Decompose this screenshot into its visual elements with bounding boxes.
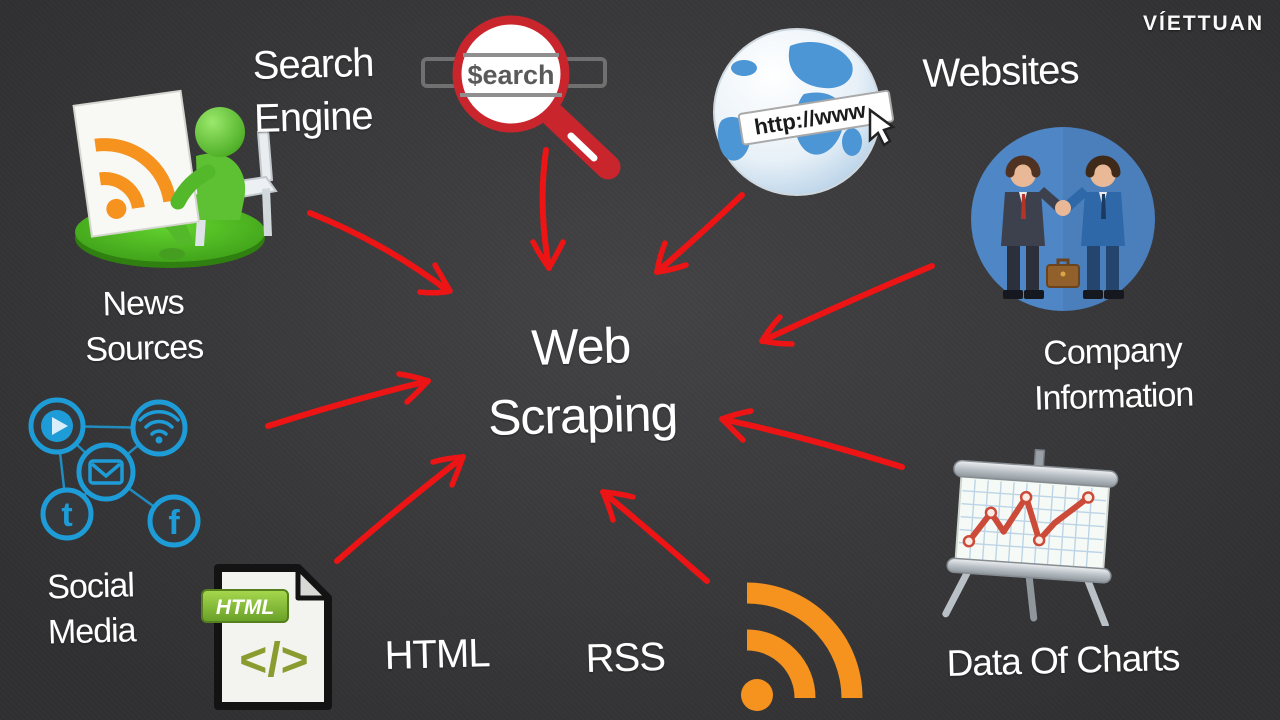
rss-arc-large <box>746 582 863 699</box>
easel-top-bar <box>953 459 1119 488</box>
figure-arm <box>170 164 216 210</box>
figure-head <box>195 107 245 157</box>
html-badge <box>201 589 289 623</box>
globe-www-icon: http://www <box>713 28 896 196</box>
facebook-icon: f <box>147 494 201 548</box>
handshake-icon <box>971 127 1155 311</box>
label-search-engine-line2: Engine <box>253 93 374 141</box>
label-company-line1: Company <box>1042 330 1183 373</box>
newspaper <box>72 89 201 238</box>
play-icon <box>28 397 86 455</box>
label-social-line1: Social <box>46 566 135 607</box>
wifi-signal-icon <box>130 399 188 457</box>
html-badge-text: HTML <box>216 596 274 619</box>
arrow-from-news-sources <box>265 371 431 429</box>
rss-dot <box>106 198 127 219</box>
label-news-line2: Sources <box>84 327 204 369</box>
label-websites: Websites <box>922 47 1079 96</box>
label-rss: RSS <box>585 634 666 681</box>
label-social-line2: Media <box>47 611 137 652</box>
center-title-line2: Scraping <box>487 385 679 447</box>
briefcase <box>1046 258 1080 288</box>
arrow-from-globe <box>654 192 745 275</box>
label-company-line2: Information <box>1033 375 1194 418</box>
search-magnifier-icon: $earch <box>421 15 621 180</box>
arrow-from-rss <box>600 489 710 584</box>
file-fold-corner <box>295 565 331 601</box>
twitter-icon: t <box>40 487 94 541</box>
arrow-from-handshake <box>759 263 935 347</box>
businessman-right <box>1060 155 1125 299</box>
easel-leg-right <box>1083 574 1109 626</box>
arrow-from-search-engine <box>307 210 453 296</box>
label-news-line1: News <box>102 283 185 324</box>
magnifier-lens <box>452 15 570 133</box>
social-network-icon: t f <box>28 397 201 548</box>
magnifier-handle-shine <box>567 132 598 162</box>
label-company-information: Company Information <box>1022 327 1204 421</box>
handshake-hands <box>1055 200 1071 216</box>
arrow-from-social-media <box>334 454 466 564</box>
label-data-of-charts: Data Of Charts <box>946 636 1180 684</box>
rss-feed-icon <box>741 582 863 711</box>
center-title-line1: Web <box>530 317 632 376</box>
easel-leg-center <box>1025 570 1038 622</box>
label-search-engine: Search Engine <box>252 37 375 146</box>
arrow-from-company-information <box>719 408 905 470</box>
easel <box>942 448 1119 626</box>
arrow-from-magnifier <box>530 147 566 271</box>
svg-text:f: f <box>168 504 180 542</box>
rss-arc-large <box>94 138 177 203</box>
label-search-engine-line1: Search <box>252 40 374 88</box>
viettuan-logo: VÍETTUAN <box>1143 12 1264 35</box>
cursor-icon <box>868 107 896 147</box>
label-html: HTML <box>384 631 491 678</box>
rss-dot <box>741 679 773 711</box>
email-icon <box>76 442 136 502</box>
center-title: Web Scraping <box>450 309 714 454</box>
news-reader-icon <box>72 89 278 268</box>
easel-leg-left <box>942 565 973 618</box>
code-glyph: </> <box>239 634 308 687</box>
rss-arc-small <box>746 629 816 699</box>
magnifier-query-text: $earch <box>467 60 554 90</box>
chart-easel-icon <box>942 448 1119 626</box>
label-news-sources: News Sources <box>45 279 242 374</box>
rss-arc-small <box>99 172 145 210</box>
html-file-icon: HTML </> <box>201 564 332 710</box>
chart-points <box>962 490 1095 548</box>
easel-bottom-bar <box>946 557 1112 584</box>
svg-text:t: t <box>61 496 72 534</box>
label-social-media: Social Media <box>30 563 152 656</box>
